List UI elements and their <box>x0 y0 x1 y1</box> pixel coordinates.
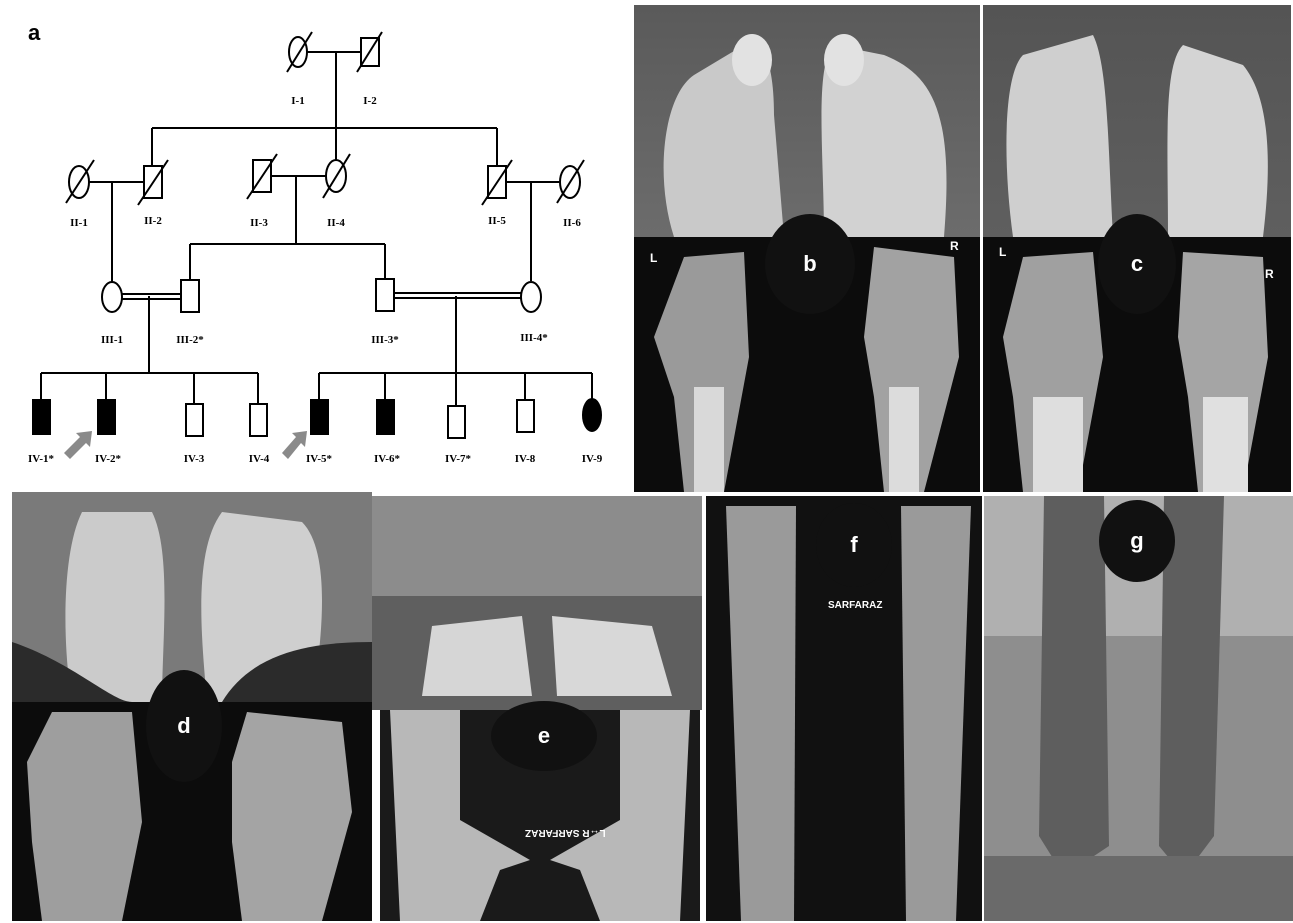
pedigree-symbol-IV-7 <box>448 406 465 438</box>
pedigree-label: II-1 <box>70 217 88 229</box>
panel-f-letter: f <box>816 503 892 587</box>
panel-g-letter: g <box>1099 500 1175 582</box>
pedigree-symbol-I-1 <box>289 37 307 67</box>
pedigree-label: II-2 <box>144 215 162 227</box>
pedigree-label: II-5 <box>488 215 506 227</box>
pedigree-label: III-4* <box>520 332 548 344</box>
pedigree-symbol-IV-9 <box>583 399 601 431</box>
panel-d-letter: d <box>146 670 222 782</box>
xray-patient-label: L↔R SARFARAZ <box>525 827 606 838</box>
pedigree-symbol-IV-2 <box>98 400 115 434</box>
panel-e-letter: e <box>491 701 597 771</box>
pedigree-label: IV-8 <box>515 453 536 465</box>
pedigree-symbol-IV-4 <box>250 404 267 436</box>
panel-a-letter: a <box>28 20 40 46</box>
pedigree-label: IV-4 <box>249 453 270 465</box>
pedigree-label: IV-7* <box>445 453 472 465</box>
pedigree-label: II-4 <box>327 217 345 229</box>
xray-patient-name: SARFARAZ <box>828 600 882 611</box>
pedigree-chart: I-1 I-2 II-1 II-2 II-3 II-4 II-5 II-6 II… <box>0 0 632 490</box>
proband-arrow-icon <box>282 431 307 459</box>
hands-photo-image <box>372 496 702 710</box>
pedigree-label: IV-3 <box>184 453 205 465</box>
pedigree-symbol-IV-1 <box>33 400 50 434</box>
proband-arrow-icon <box>64 431 92 459</box>
panel-a-pedigree: a <box>0 0 632 490</box>
pedigree-symbol-IV-8 <box>517 400 534 432</box>
feet-photo-image <box>983 5 1291 237</box>
pedigree-label: III-1 <box>101 334 123 346</box>
pedigree-label: IV-5* <box>306 453 333 465</box>
pedigree-label: II-3 <box>250 217 268 229</box>
pedigree-label: IV-2* <box>95 453 122 465</box>
pedigree-label: IV-9 <box>582 453 603 465</box>
xray-side-label-left: L <box>999 245 1006 259</box>
pedigree-symbol-III-1 <box>102 282 122 312</box>
panel-c-feet-photo <box>983 5 1291 237</box>
panel-b-letter: b <box>765 214 855 314</box>
panel-b-feet-photo <box>634 5 980 237</box>
pedigree-label: III-3* <box>371 334 399 346</box>
panel-c-letter: c <box>1098 214 1176 314</box>
pedigree-label: IV-1* <box>28 453 55 465</box>
pedigree-symbol-IV-6 <box>377 400 394 434</box>
pedigree-symbol-III-4 <box>521 282 541 312</box>
pedigree-symbol-III-2 <box>181 280 199 312</box>
pedigree-label: III-2* <box>176 334 204 346</box>
xray-side-label-right: R <box>1265 267 1274 281</box>
pedigree-label: IV-6* <box>374 453 401 465</box>
pedigree-symbol-IV-5 <box>311 400 328 434</box>
pedigree-label: II-6 <box>563 217 581 229</box>
xray-side-label-left: L <box>650 251 657 265</box>
pedigree-symbol-IV-3 <box>186 404 203 436</box>
pedigree-symbol-III-3 <box>376 279 394 311</box>
pedigree-label: I-1 <box>291 95 304 107</box>
feet-photo-image <box>634 5 980 237</box>
xray-side-label-right: R <box>950 239 959 253</box>
pedigree-label: I-2 <box>363 95 377 107</box>
panel-e-hands-photo <box>372 496 702 710</box>
